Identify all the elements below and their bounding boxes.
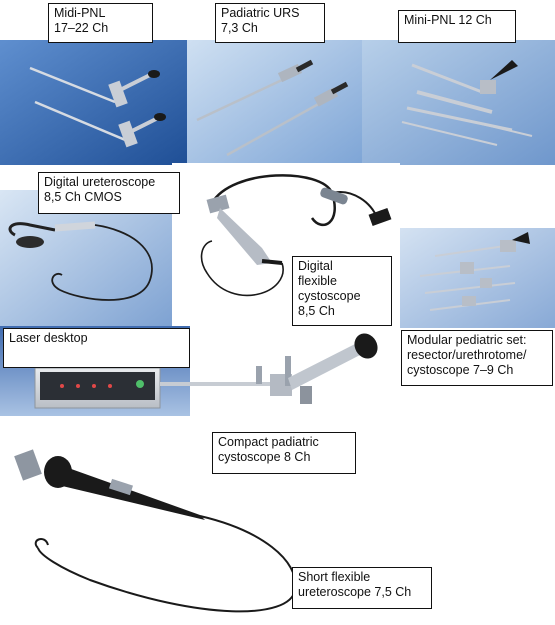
short-flexible-ureteroscope-label: Short flexible ureteroscope 7,5 Ch: [292, 567, 432, 609]
digital-ureteroscope-label: Digital ureteroscope 8,5 Ch CMOS: [38, 172, 180, 214]
mini-pnl-label: Mini-PNL 12 Ch: [398, 10, 516, 43]
modular-pediatric-set-label: Modular pediatric set: resector/urethrot…: [401, 330, 553, 386]
midi-pnl-label: Midi-PNL 17–22 Ch: [48, 3, 153, 43]
digital-flexible-cystoscope-label: Digital flexible cystoscope 8,5 Ch: [292, 256, 392, 326]
midi-pnl-image: [0, 40, 187, 165]
modular-pediatric-set-photo: [400, 228, 555, 328]
padiatric-urs-image: [187, 40, 362, 165]
midi-pnl-photo: [0, 40, 187, 165]
short-flexible-ureteroscope-image: [14, 449, 297, 613]
compact-padiatric-cystoscope-photo: [150, 326, 400, 416]
modular-pediatric-set-image: [400, 228, 555, 328]
padiatric-urs-photo: [187, 40, 362, 165]
mini-pnl-image: [362, 40, 555, 165]
compact-padiatric-cystoscope-image: [160, 333, 378, 404]
laser-desktop-label: Laser desktop: [3, 328, 190, 368]
padiatric-urs-label: Padiatric URS 7,3 Ch: [215, 3, 325, 43]
compact-padiatric-cystoscope-label: Compact padiatric cystoscope 8 Ch: [212, 432, 356, 474]
short-flexible-ureteroscope-photo: [0, 430, 400, 625]
mini-pnl-photo: [362, 40, 555, 165]
